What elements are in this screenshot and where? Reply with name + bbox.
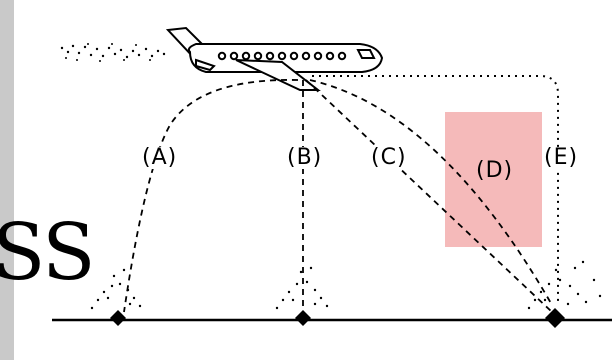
label-a: (A) — [141, 145, 179, 170]
path-a — [123, 79, 299, 313]
ground-burst-icon — [275, 266, 329, 326]
contrail — [60, 43, 166, 62]
left-edge-strip — [0, 0, 14, 360]
label-b: (B) — [286, 145, 324, 170]
left-cropped-text: SS — [0, 208, 95, 298]
ground-burst-icon — [527, 260, 602, 328]
label-c: (C) — [370, 145, 408, 170]
path-d-highlight — [445, 112, 542, 247]
path-d — [309, 79, 553, 306]
airplane-icon — [165, 26, 384, 91]
label-e: (E) — [543, 145, 580, 170]
label-d: (D) — [476, 158, 514, 183]
ground-burst-icon — [90, 268, 142, 326]
path-c — [305, 79, 553, 313]
path-e — [312, 75, 559, 304]
